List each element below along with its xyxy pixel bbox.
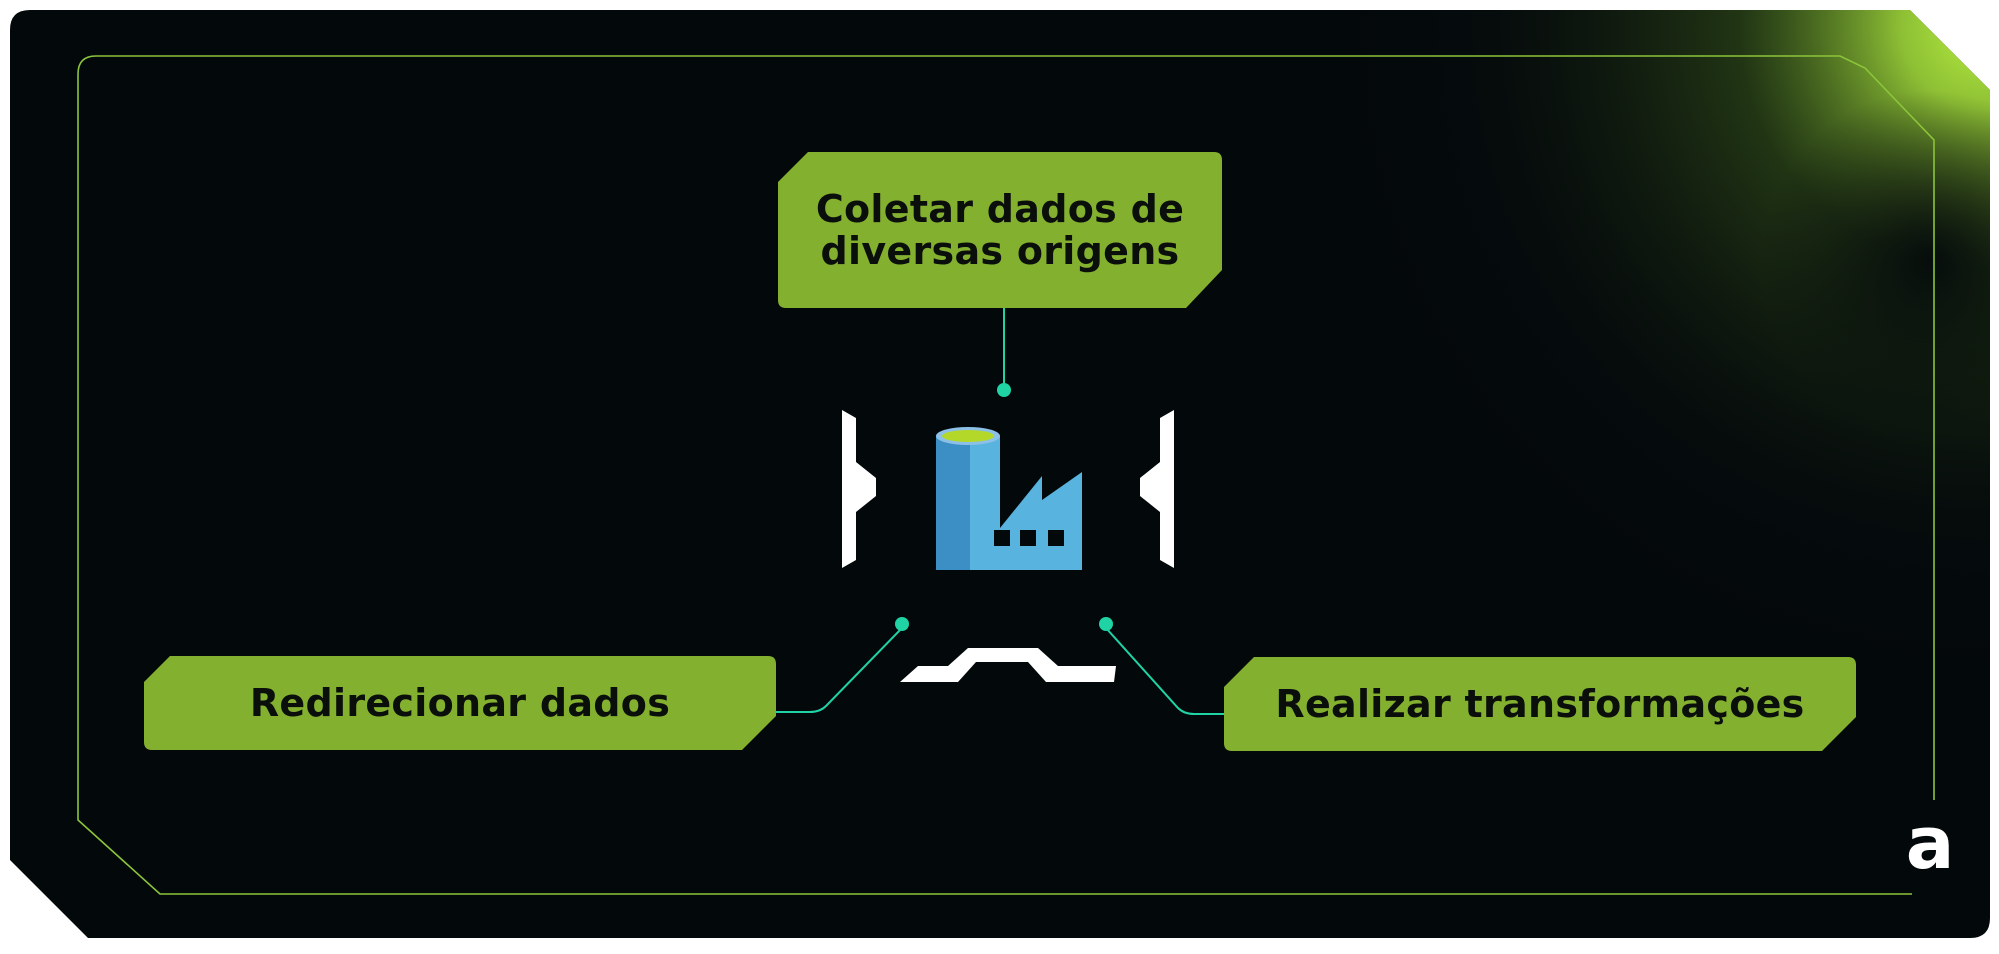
node-left-box: [144, 656, 776, 750]
node-top-label: Coletar dados de diversas origens: [778, 152, 1222, 308]
bracket-left-decor: [842, 410, 876, 568]
data-factory-icon: [936, 427, 1082, 570]
node-right-box: [1224, 657, 1856, 751]
connector-right: [1099, 617, 1224, 715]
connector-left: [776, 617, 909, 713]
bracket-right-decor: [1140, 410, 1174, 568]
node-left-label: Redirecionar dados: [249, 681, 671, 725]
bracket-bottom-decor: [900, 648, 1116, 682]
connector-top: [997, 308, 1011, 397]
node-top-box: [778, 152, 1222, 308]
node-top-line-1: Coletar dados de: [815, 187, 1185, 231]
node-right-label: Realizar transformações: [1275, 682, 1805, 726]
brand-logo: a: [1905, 801, 1955, 885]
node-top-line-2: diversas origens: [820, 229, 1180, 273]
inner-frame-line: [77, 55, 1935, 895]
